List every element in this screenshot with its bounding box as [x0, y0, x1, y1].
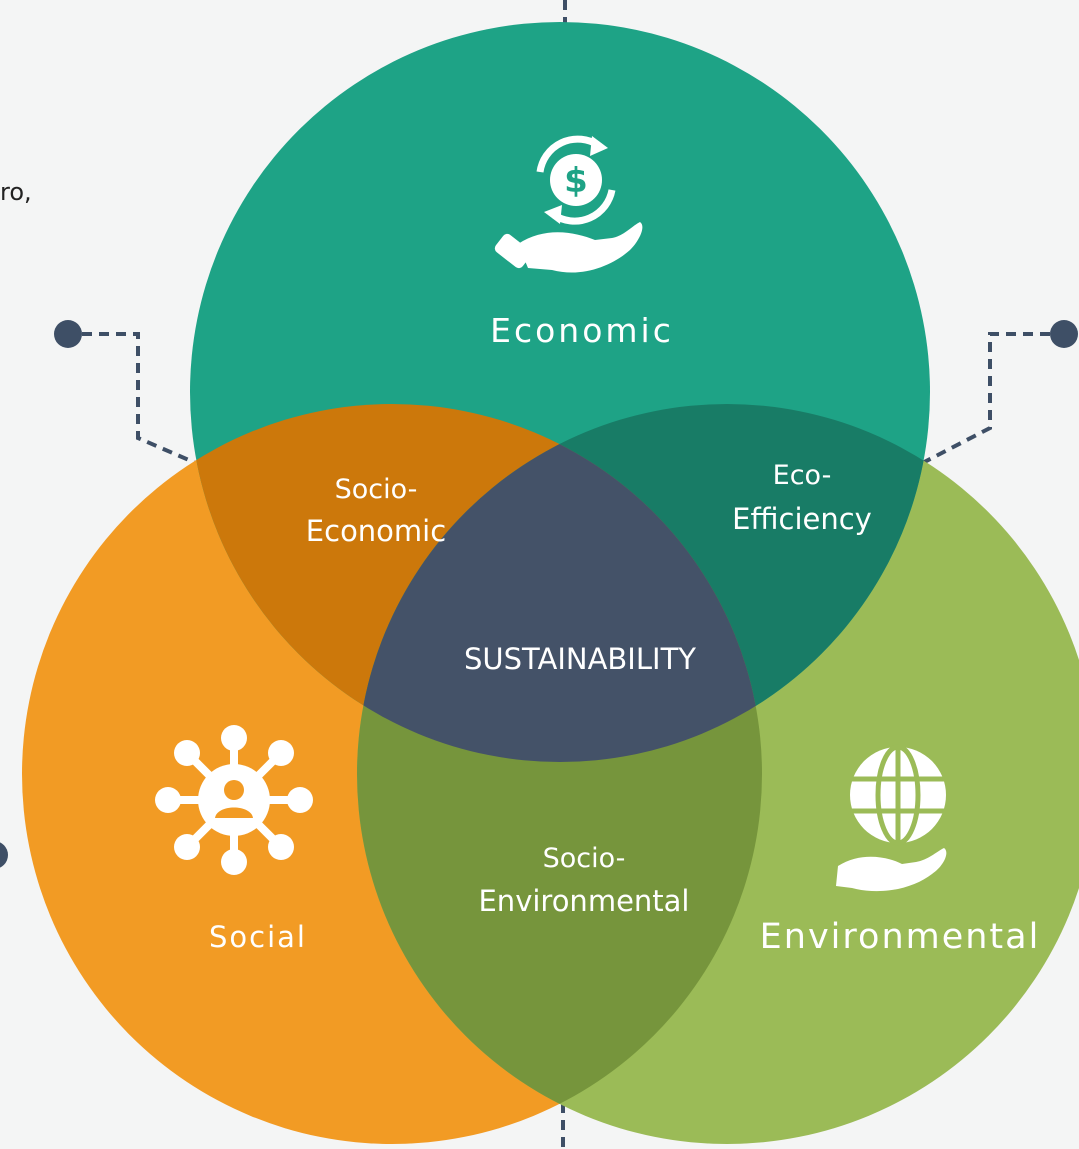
cropped-text-fragment: ro,: [0, 178, 32, 206]
social-label: Social: [209, 920, 307, 954]
economic-label: Economic: [490, 311, 674, 350]
sustainability-label: SUSTAINABILITY: [464, 642, 696, 676]
eco-efficiency-label-line2: Efficiency: [732, 502, 872, 536]
connector-dot-top-right: [1050, 320, 1078, 348]
connector-dot-top-left: [54, 320, 82, 348]
environmental-label: Environmental: [760, 917, 1041, 957]
connector-dot-left: [0, 842, 8, 868]
socio-economic-label-line1: Socio-: [335, 474, 418, 505]
connector-top-left: [82, 332, 236, 482]
sustainability-center: [357, 404, 762, 762]
people-network-icon: [155, 725, 313, 875]
socio-economic-label-line2: Economic: [306, 514, 446, 548]
svg-text:$: $: [564, 161, 588, 201]
hand-dollar-icon: $: [494, 135, 643, 273]
socio-environmental-label-line1: Socio-: [543, 843, 626, 874]
socio-environmental-label-line2: Environmental: [478, 884, 689, 918]
eco-efficiency-label-line1: Eco-: [773, 460, 832, 491]
connector-top-right: [879, 332, 1050, 487]
hand-globe-icon: [836, 744, 947, 892]
